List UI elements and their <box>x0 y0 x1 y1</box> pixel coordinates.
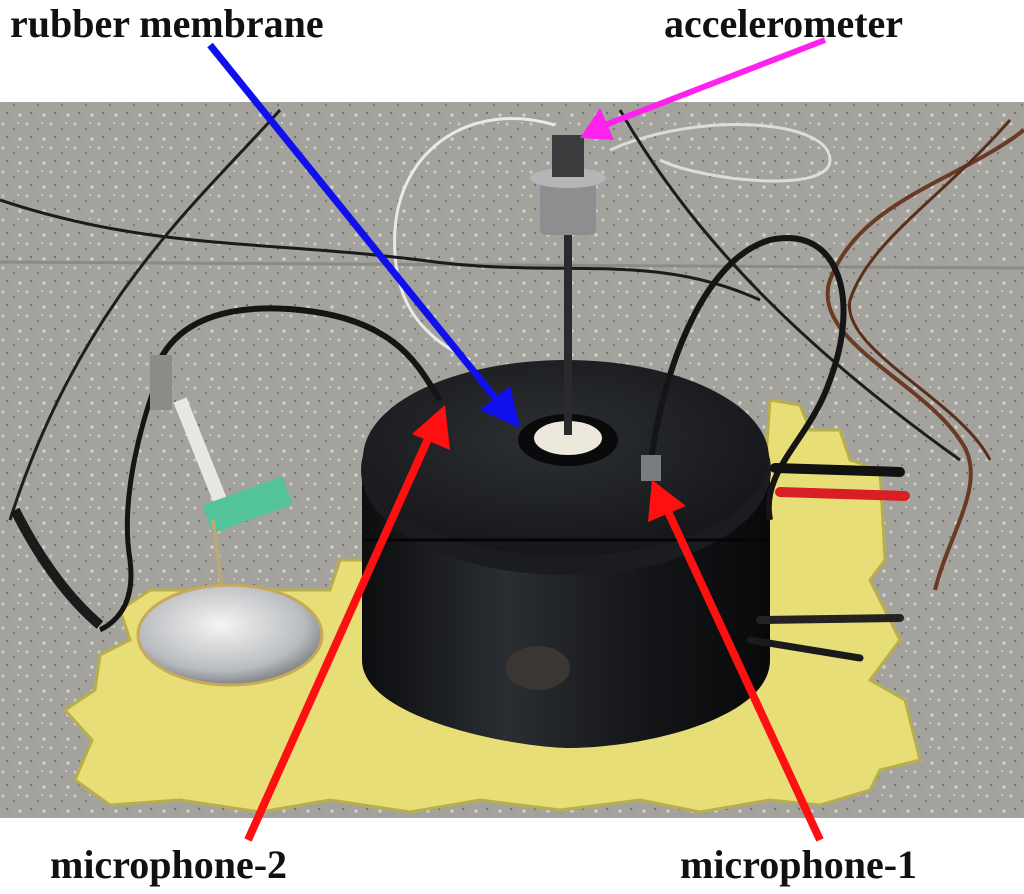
white-cable <box>393 117 556 362</box>
drum-port <box>506 646 570 690</box>
left-plug-cable <box>10 507 104 629</box>
accelerometer-nut <box>540 175 596 235</box>
microphone-1-cable <box>647 235 847 521</box>
rubber-membrane-surface <box>534 421 602 455</box>
metal-disc-sensor <box>136 583 324 687</box>
microphone-1-label: microphone-1 <box>680 842 918 887</box>
clear-rod <box>173 397 227 503</box>
accelerometer-sensor <box>552 135 584 177</box>
connector-cable-lower <box>756 614 904 624</box>
rubber-membrane-arrow <box>207 42 520 428</box>
connector-cable-lower-2 <box>746 636 864 662</box>
black-cable-right <box>618 109 961 462</box>
microphone-2-label: microphone-2 <box>50 842 288 887</box>
rubber-membrane-label: rubber membrane <box>10 1 324 46</box>
microphone-1-arrow <box>648 480 824 842</box>
alligator-clip-red <box>775 487 910 501</box>
microphone-1-sensor <box>641 455 661 481</box>
accelerometer-rod <box>564 235 572 435</box>
clip-stand <box>150 355 172 410</box>
green-clip <box>202 476 293 534</box>
brown-cable <box>825 128 1024 591</box>
alligator-clip-black <box>770 463 905 477</box>
microphone-2-cable <box>157 305 443 402</box>
top-margin <box>0 0 1024 102</box>
black-cable-left <box>8 109 282 521</box>
black-cable-background <box>0 198 761 302</box>
accelerometer-label: accelerometer <box>664 1 904 46</box>
left-sensor-cable <box>98 359 168 633</box>
white-cable-coil <box>609 123 832 183</box>
accelerometer-arrow <box>580 37 827 140</box>
brown-cable-2 <box>848 119 1012 461</box>
accelerometer-washer <box>530 168 606 188</box>
microphone-2-arrow <box>244 405 450 842</box>
bottom-margin <box>0 818 1024 894</box>
floor-tile-seam <box>0 260 1024 270</box>
